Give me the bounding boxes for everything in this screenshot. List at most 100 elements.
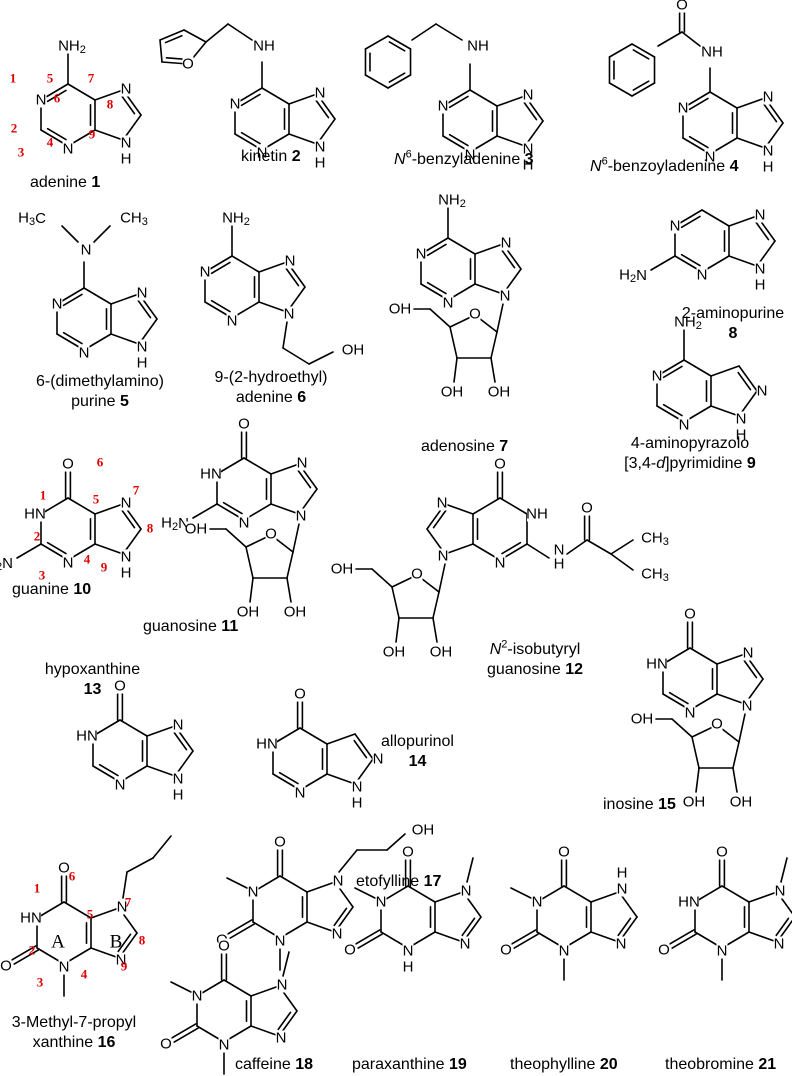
atom-n1: N — [192, 988, 203, 1005]
atom-n3: N — [717, 943, 728, 960]
bond — [183, 29, 207, 43]
bond — [94, 543, 124, 555]
atom-n1: N — [736, 411, 747, 428]
bond — [67, 497, 96, 515]
bond — [288, 133, 318, 145]
atom-o-amide: O — [581, 500, 593, 517]
bond — [466, 857, 474, 883]
bond — [261, 87, 290, 105]
position-number-9: 9 — [101, 560, 108, 575]
atom-h2n: H2N — [161, 515, 189, 534]
atom-ribose-oh3: OH — [683, 794, 706, 811]
label-mask — [285, 604, 305, 620]
atom-n9: N — [276, 1030, 287, 1047]
label-mask — [735, 427, 747, 443]
label-mask — [632, 711, 652, 727]
bond — [386, 833, 406, 851]
bond — [737, 371, 752, 391]
bond — [146, 765, 176, 777]
bond-c2-o — [354, 929, 381, 945]
bond-ribose — [732, 741, 740, 769]
atom-n7: N — [173, 717, 184, 734]
atom-nh-amide: H — [554, 556, 565, 573]
bond — [610, 553, 634, 571]
label-mask — [254, 38, 274, 54]
label-mask — [57, 38, 87, 54]
bond-phenyl — [364, 74, 389, 89]
label-mask — [731, 794, 751, 810]
bond-c2-o — [173, 1027, 200, 1043]
label-mask — [284, 253, 296, 269]
label-mask — [459, 936, 471, 952]
atom-h3c: H3C — [18, 210, 46, 229]
bond — [501, 541, 522, 555]
atom-o6: O — [238, 416, 250, 433]
label-mask — [437, 192, 467, 208]
bond-c2-o — [226, 919, 253, 935]
label-mask — [136, 285, 148, 301]
bond — [297, 469, 312, 489]
bond — [716, 653, 746, 665]
atom-o6: O — [62, 456, 74, 473]
label-mask — [265, 526, 277, 542]
atom-ribose-oh2: OH — [730, 794, 753, 811]
label-mask — [294, 785, 306, 801]
label-mask — [201, 466, 221, 482]
label-mask — [773, 936, 785, 952]
bond — [92, 719, 121, 737]
position-number-2: 2 — [11, 121, 18, 136]
label-mask — [390, 301, 410, 317]
atom-h9: H — [755, 277, 766, 294]
label-mask — [257, 736, 277, 752]
atom-ribose-oh5: OH — [631, 711, 654, 728]
label-mask — [283, 306, 295, 322]
bond — [306, 921, 336, 933]
label-mask — [673, 314, 703, 330]
atom-n3: N — [219, 1037, 230, 1054]
label-mask — [684, 606, 696, 622]
label-mask — [499, 288, 511, 304]
position-number-4: 4 — [84, 552, 91, 567]
bond — [223, 979, 252, 997]
position-number-8: 8 — [139, 933, 146, 948]
label-mask — [640, 530, 670, 546]
bond — [683, 359, 712, 377]
bond — [426, 281, 447, 295]
bond — [306, 881, 336, 893]
atom-n3: N — [79, 345, 90, 362]
bond — [94, 129, 124, 141]
bond — [694, 885, 723, 903]
label-mask — [238, 416, 250, 432]
bond-c2-o — [671, 933, 698, 949]
bond — [279, 875, 308, 893]
atom-o2: O — [500, 942, 512, 959]
bond — [243, 457, 272, 475]
bond — [192, 503, 218, 519]
atom-n9: N — [332, 926, 343, 943]
bond-phenyl — [632, 49, 650, 60]
atom-ribose-o: O — [469, 306, 481, 323]
label-mask — [238, 604, 258, 620]
label-mask — [136, 355, 148, 371]
bond-ribose — [371, 568, 393, 588]
atom-o6: O — [494, 456, 506, 473]
bond — [285, 267, 300, 287]
bond — [250, 985, 280, 997]
bond — [308, 351, 334, 365]
label-mask — [351, 795, 363, 811]
atom-n7: N — [121, 81, 132, 98]
label-mask — [558, 844, 570, 860]
label-mask — [172, 717, 184, 733]
atom-n1: N — [200, 264, 211, 281]
atom-o6: O — [114, 678, 126, 695]
label-mask — [314, 85, 326, 101]
bond — [146, 725, 176, 737]
label-mask — [256, 145, 268, 161]
bond — [270, 503, 300, 515]
bond — [258, 301, 288, 313]
label-mask — [294, 686, 306, 702]
atom-n7: N — [763, 89, 774, 106]
atom-n9: N — [616, 936, 627, 953]
bond — [277, 1011, 292, 1031]
bond — [250, 1025, 280, 1037]
